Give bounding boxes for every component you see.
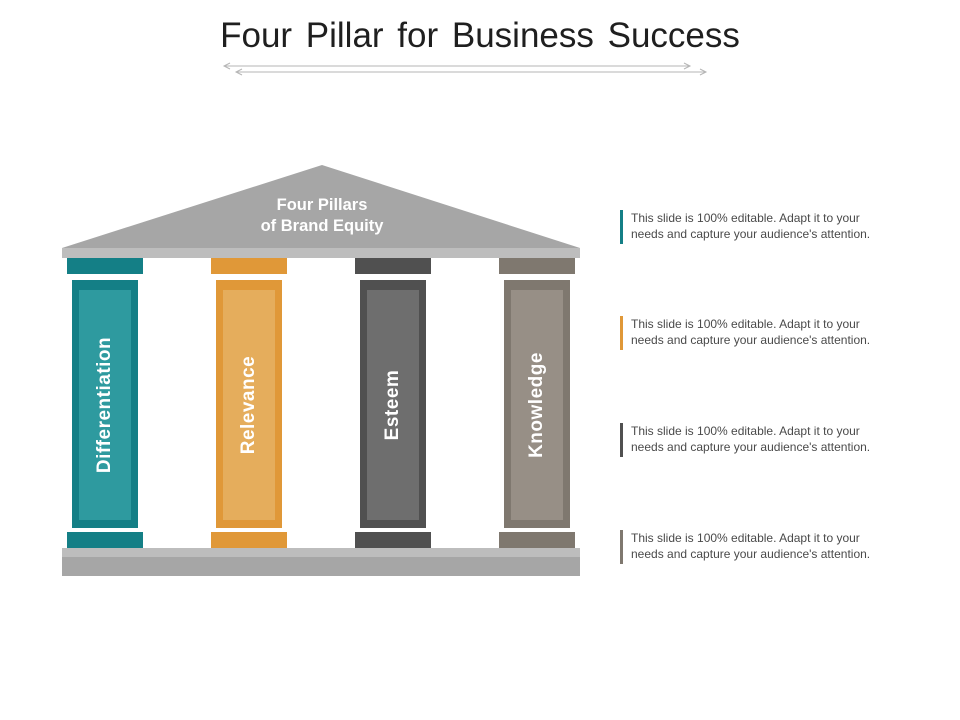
pillar-knowledge xyxy=(499,258,575,548)
title-decoration-arrows xyxy=(222,62,708,76)
description-line: needs and capture your audience's attent… xyxy=(631,547,871,561)
roof-title-line-1: Four Pillars xyxy=(276,196,368,214)
description-knowledge: This slide is 100% editable. Adapt it to… xyxy=(620,530,931,564)
pillar-label-differentiation: Differentiation xyxy=(94,336,115,474)
description-line: This slide is 100% editable. Adapt it to… xyxy=(631,317,860,331)
roof-title: Four Pillars of Brand Equity xyxy=(222,195,422,237)
roof-title-line-2: of Brand Equity xyxy=(260,217,384,235)
roof-beam xyxy=(62,248,580,258)
pillar-label-relevance: Relevance xyxy=(238,355,259,455)
description-line: needs and capture your audience's attent… xyxy=(631,440,871,454)
description-differentiation: This slide is 100% editable. Adapt it to… xyxy=(620,210,931,244)
description-line: This slide is 100% editable. Adapt it to… xyxy=(631,424,860,438)
temple-base xyxy=(62,557,580,576)
description-relevance: This slide is 100% editable. Adapt it to… xyxy=(620,316,931,350)
pillar-relevance xyxy=(211,258,287,548)
pillar-differentiation xyxy=(67,258,143,548)
page-title: Four Pillar for Business Success xyxy=(220,16,740,55)
description-line: needs and capture your audience's attent… xyxy=(631,333,871,347)
pillar-label-knowledge: Knowledge xyxy=(526,352,547,458)
description-line: This slide is 100% editable. Adapt it to… xyxy=(631,531,860,545)
description-line: This slide is 100% editable. Adapt it to… xyxy=(631,211,860,225)
pillar-label-esteem: Esteem xyxy=(382,369,403,441)
description-esteem: This slide is 100% editable. Adapt it to… xyxy=(620,423,931,457)
pillar-esteem xyxy=(355,258,431,548)
description-line: needs and capture your audience's attent… xyxy=(631,227,871,241)
temple-roof xyxy=(62,165,580,248)
temple-base-top xyxy=(62,548,580,557)
